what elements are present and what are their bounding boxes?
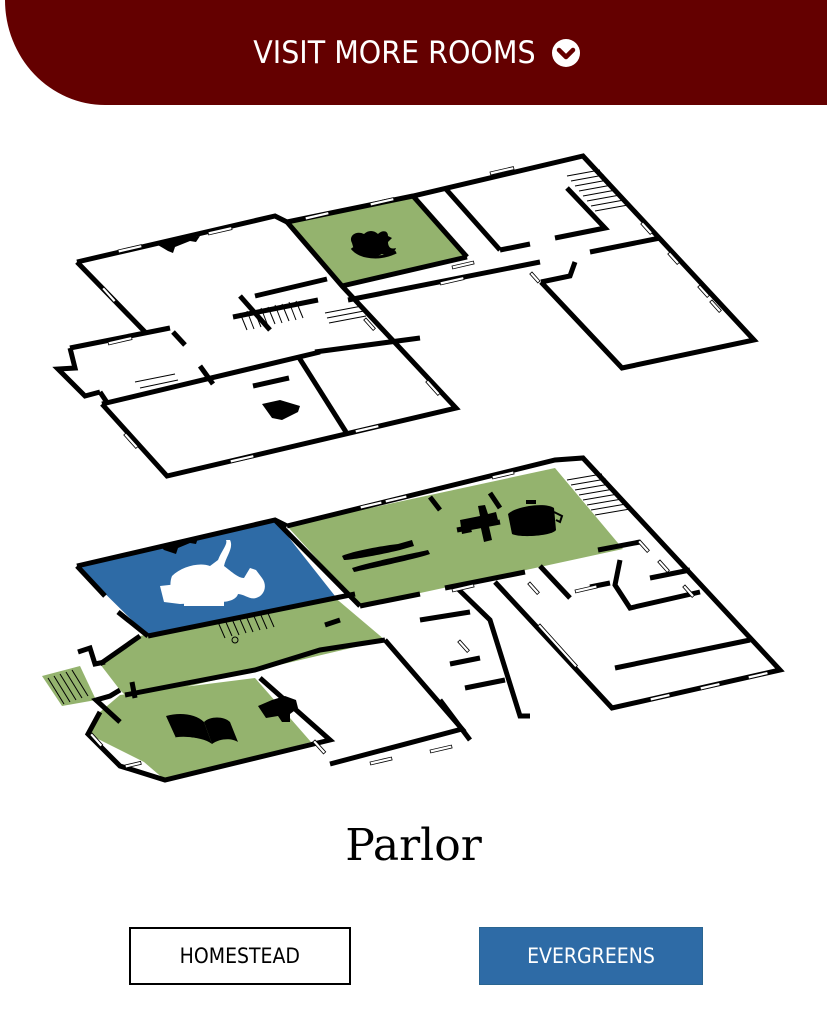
floor-plan-map [42,153,785,783]
window-markers [89,470,769,769]
upper-floor [52,153,759,479]
evergreens-button-label: EVERGREENS [527,944,655,968]
fireplace-icon [156,236,200,253]
evergreens-button[interactable]: EVERGREENS [479,927,703,985]
book-icon [166,714,241,747]
room-title: Parlor [345,820,482,871]
chimney-icon [262,400,300,420]
room-hallway[interactable] [100,596,385,700]
ground-floor [42,455,785,783]
window-markers [101,166,722,464]
upper-floor-details [101,166,722,464]
visit-more-rooms-label: VISIT MORE ROOMS [252,34,536,71]
rocking-horse-icon [350,231,397,259]
porch [42,666,96,706]
teapot-icon [160,540,265,606]
room-dining-kitchen[interactable] [287,468,623,606]
fork-knife-icon [342,540,430,572]
homestead-button[interactable]: HOMESTEAD [129,927,351,985]
homestead-button-label: HOMESTEAD [179,944,301,968]
chevron-circle-down-icon [552,38,581,67]
fireplace-icon [258,696,298,722]
pot-icon [508,500,564,537]
stairs-icon [47,473,631,705]
stairs-icon [134,169,629,395]
fireplace-icon [160,538,198,554]
chimney-icon [460,505,498,542]
visit-more-rooms-button[interactable]: VISIT MORE ROOMS [5,0,827,105]
